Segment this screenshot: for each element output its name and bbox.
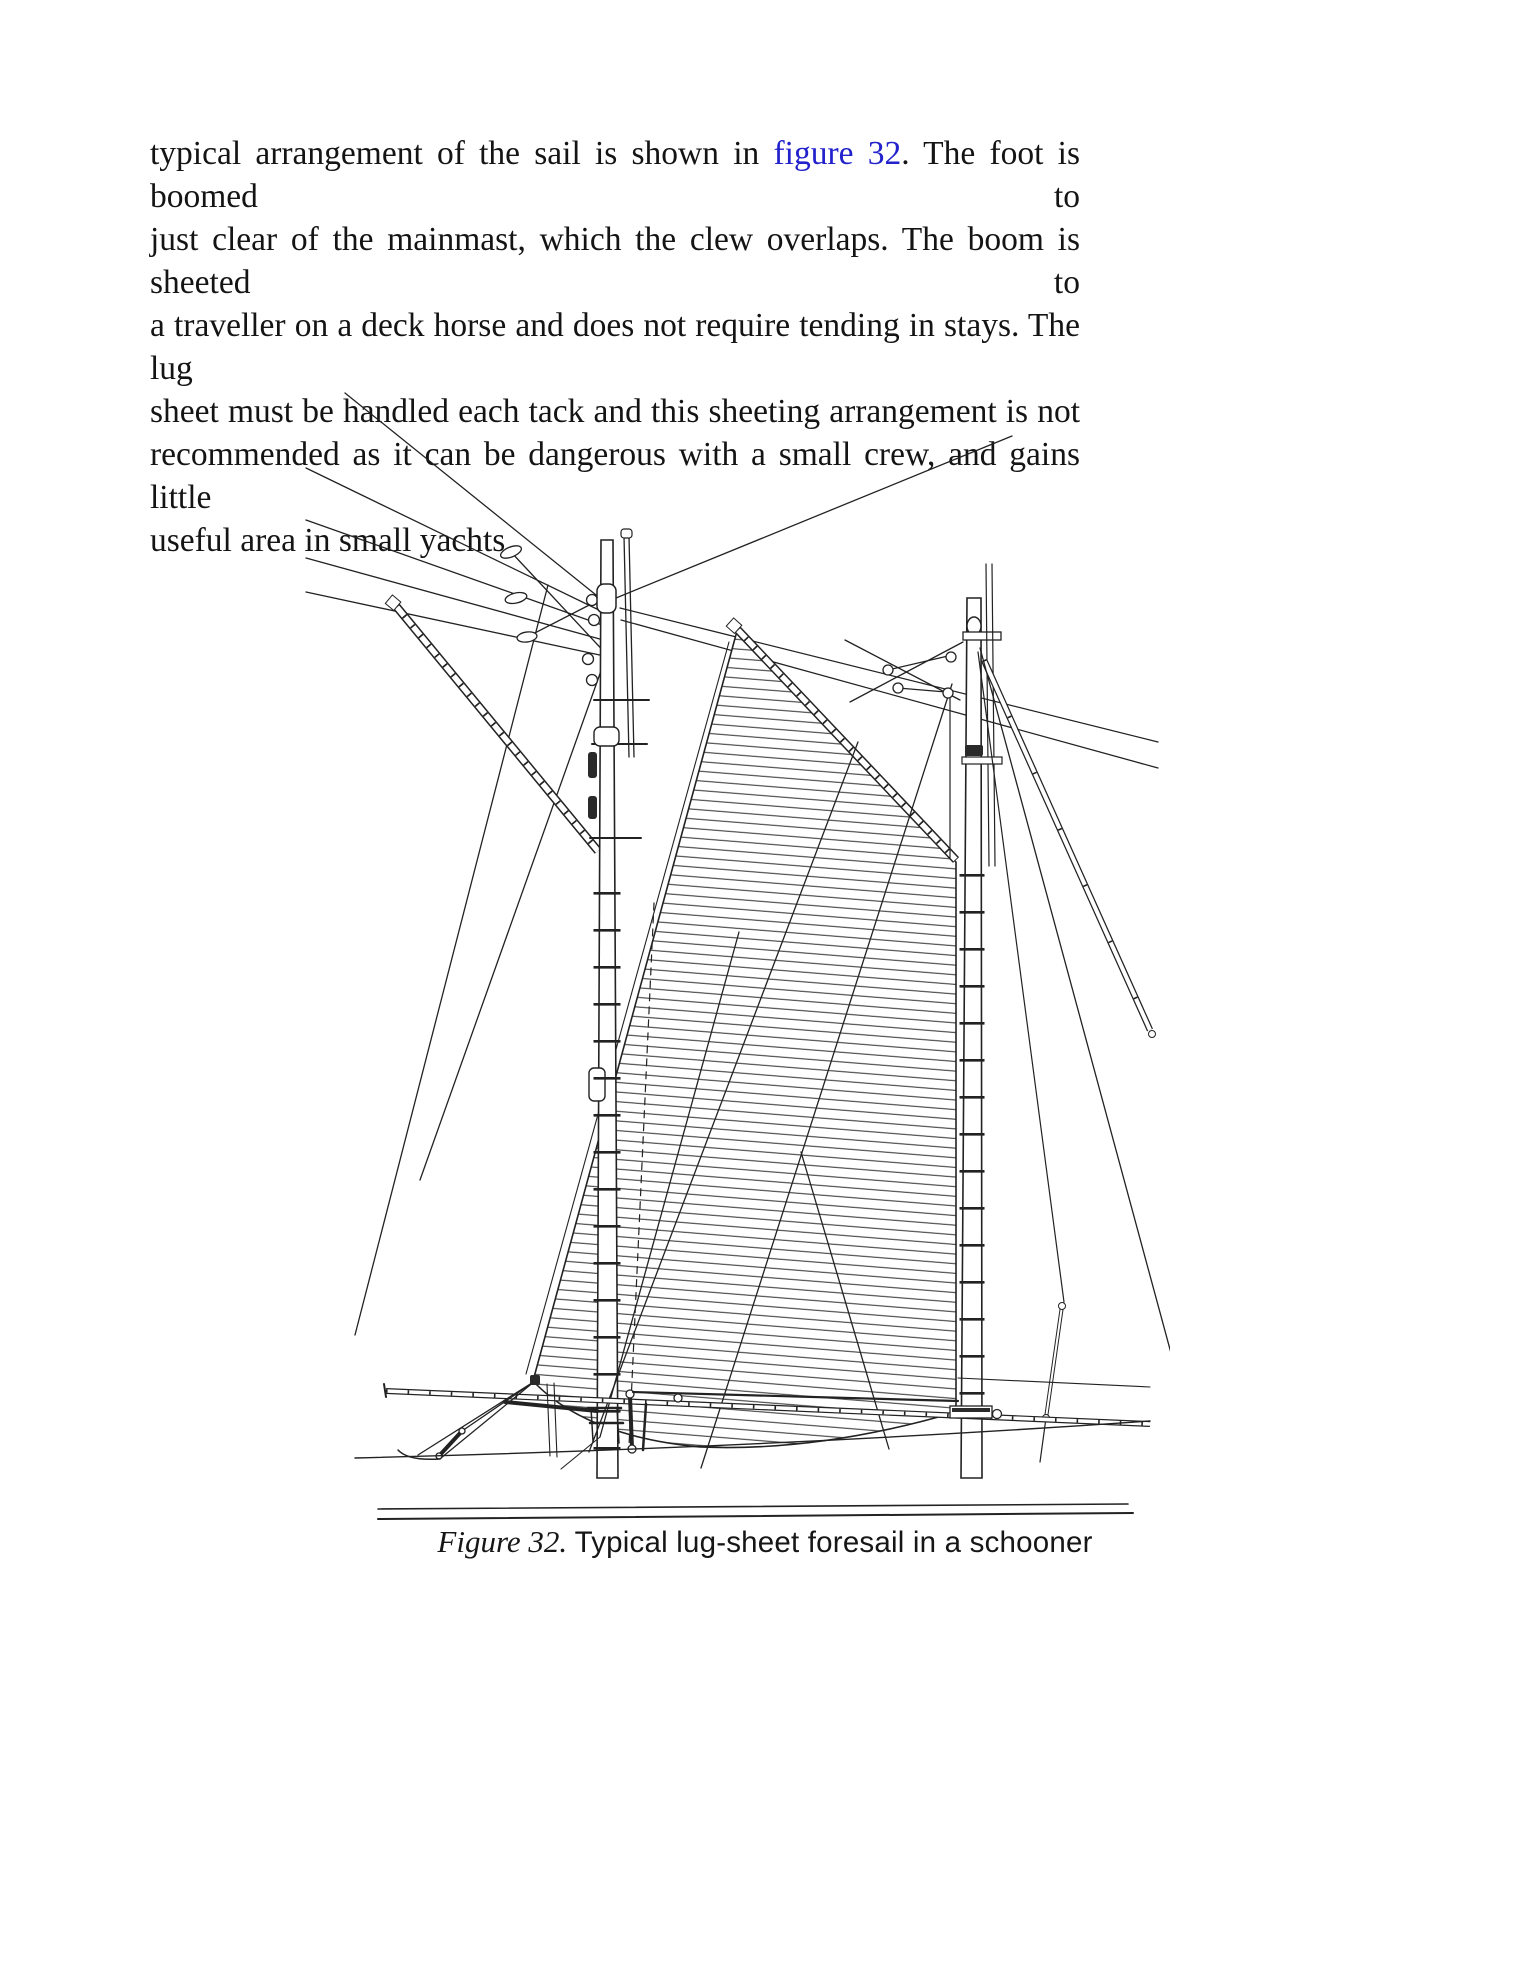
halyards-and-sheets — [560, 683, 953, 1470]
figure-illustration: Line drawing of a typical lug-sheet fore… — [290, 380, 1170, 1535]
figure-caption: Figure 32. Typical lug-sheet foresail in… — [0, 1524, 1530, 1560]
figure-caption-label: Figure 32. — [437, 1524, 568, 1559]
schooner-foresail-drawing: Line drawing of a typical lug-sheet fore… — [305, 392, 1170, 1520]
text-line-6: useful area in small yachts. — [150, 522, 514, 559]
figure-32-link[interactable]: figure 32 — [773, 135, 902, 172]
text-line-3: a traveller on a deck horse and does not… — [150, 307, 1080, 387]
text-line-1-pre: typical arrangement of the sail is shown… — [150, 135, 760, 172]
deck-horse-tackle — [586, 1389, 1003, 1454]
mainmast-head-rigging — [844, 639, 964, 703]
fore-gaff-spar — [384, 594, 602, 854]
text-line-5: recommended as it can be dangerous with … — [150, 436, 1080, 516]
hull-lines — [354, 1420, 1151, 1520]
text-line-4: sheet must be handled each tack and this… — [150, 393, 1080, 430]
text-line-1: typical arrangement of the sail is shown… — [150, 132, 1080, 218]
text-line-2: just clear of the mainmast, which the cl… — [150, 221, 1080, 301]
figure-caption-text: Typical lug-sheet foresail in a schooner — [574, 1526, 1093, 1559]
foremast — [588, 528, 650, 1479]
lug-foresail — [525, 630, 957, 1449]
foremast-stays — [305, 392, 1159, 1336]
main-gaff-and-backstays — [957, 647, 1170, 1463]
text-line-1-post: . The foot is boomed to — [150, 135, 1080, 215]
yard-spar — [725, 617, 960, 863]
paragraph: typical arrangement of the sail is shown… — [150, 132, 1080, 562]
mainmast — [959, 563, 1003, 1479]
